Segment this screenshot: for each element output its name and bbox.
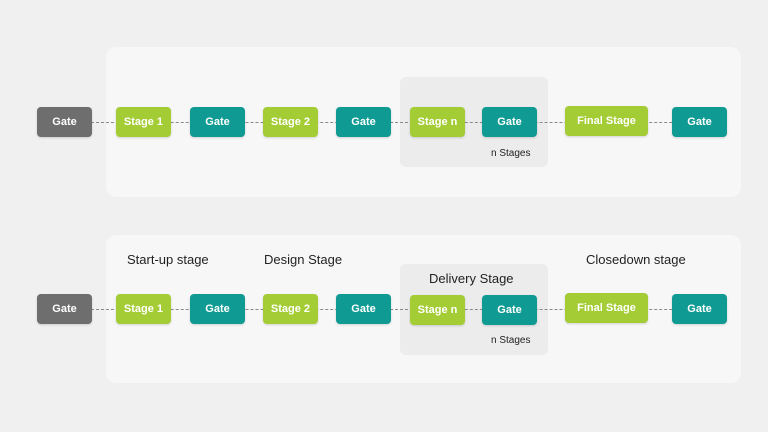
top-gate-n: Gate [482, 107, 537, 137]
top-start-gate: Gate [37, 107, 92, 137]
top-stage-1: Stage 1 [116, 107, 171, 137]
bottom-stage-2: Stage 2 [263, 294, 318, 324]
bottom-n-stages-caption: n Stages [491, 335, 531, 346]
top-final-gate: Gate [672, 107, 727, 137]
bottom-gate-2: Gate [336, 294, 391, 324]
top-connector-line [91, 122, 727, 123]
top-gate-2: Gate [336, 107, 391, 137]
bottom-stage-n: Stage n [410, 295, 465, 325]
bottom-connector-line [91, 309, 727, 310]
closedown-stage-label: Closedown stage [586, 252, 686, 267]
top-n-stages-caption: n Stages [491, 148, 531, 159]
bottom-start-gate: Gate [37, 294, 92, 324]
top-stage-2: Stage 2 [263, 107, 318, 137]
delivery-stage-label: Delivery Stage [429, 271, 514, 286]
design-stage-label: Design Stage [264, 252, 343, 267]
startup-stage-label: Start-up stage [127, 252, 209, 267]
top-gate-1: Gate [190, 107, 245, 137]
top-final-stage: Final Stage [565, 106, 648, 136]
bottom-stage-1: Stage 1 [116, 294, 171, 324]
bottom-final-stage: Final Stage [565, 293, 648, 323]
bottom-gate-n: Gate [482, 295, 537, 325]
bottom-final-gate: Gate [672, 294, 727, 324]
top-stage-n: Stage n [410, 107, 465, 137]
bottom-gate-1: Gate [190, 294, 245, 324]
